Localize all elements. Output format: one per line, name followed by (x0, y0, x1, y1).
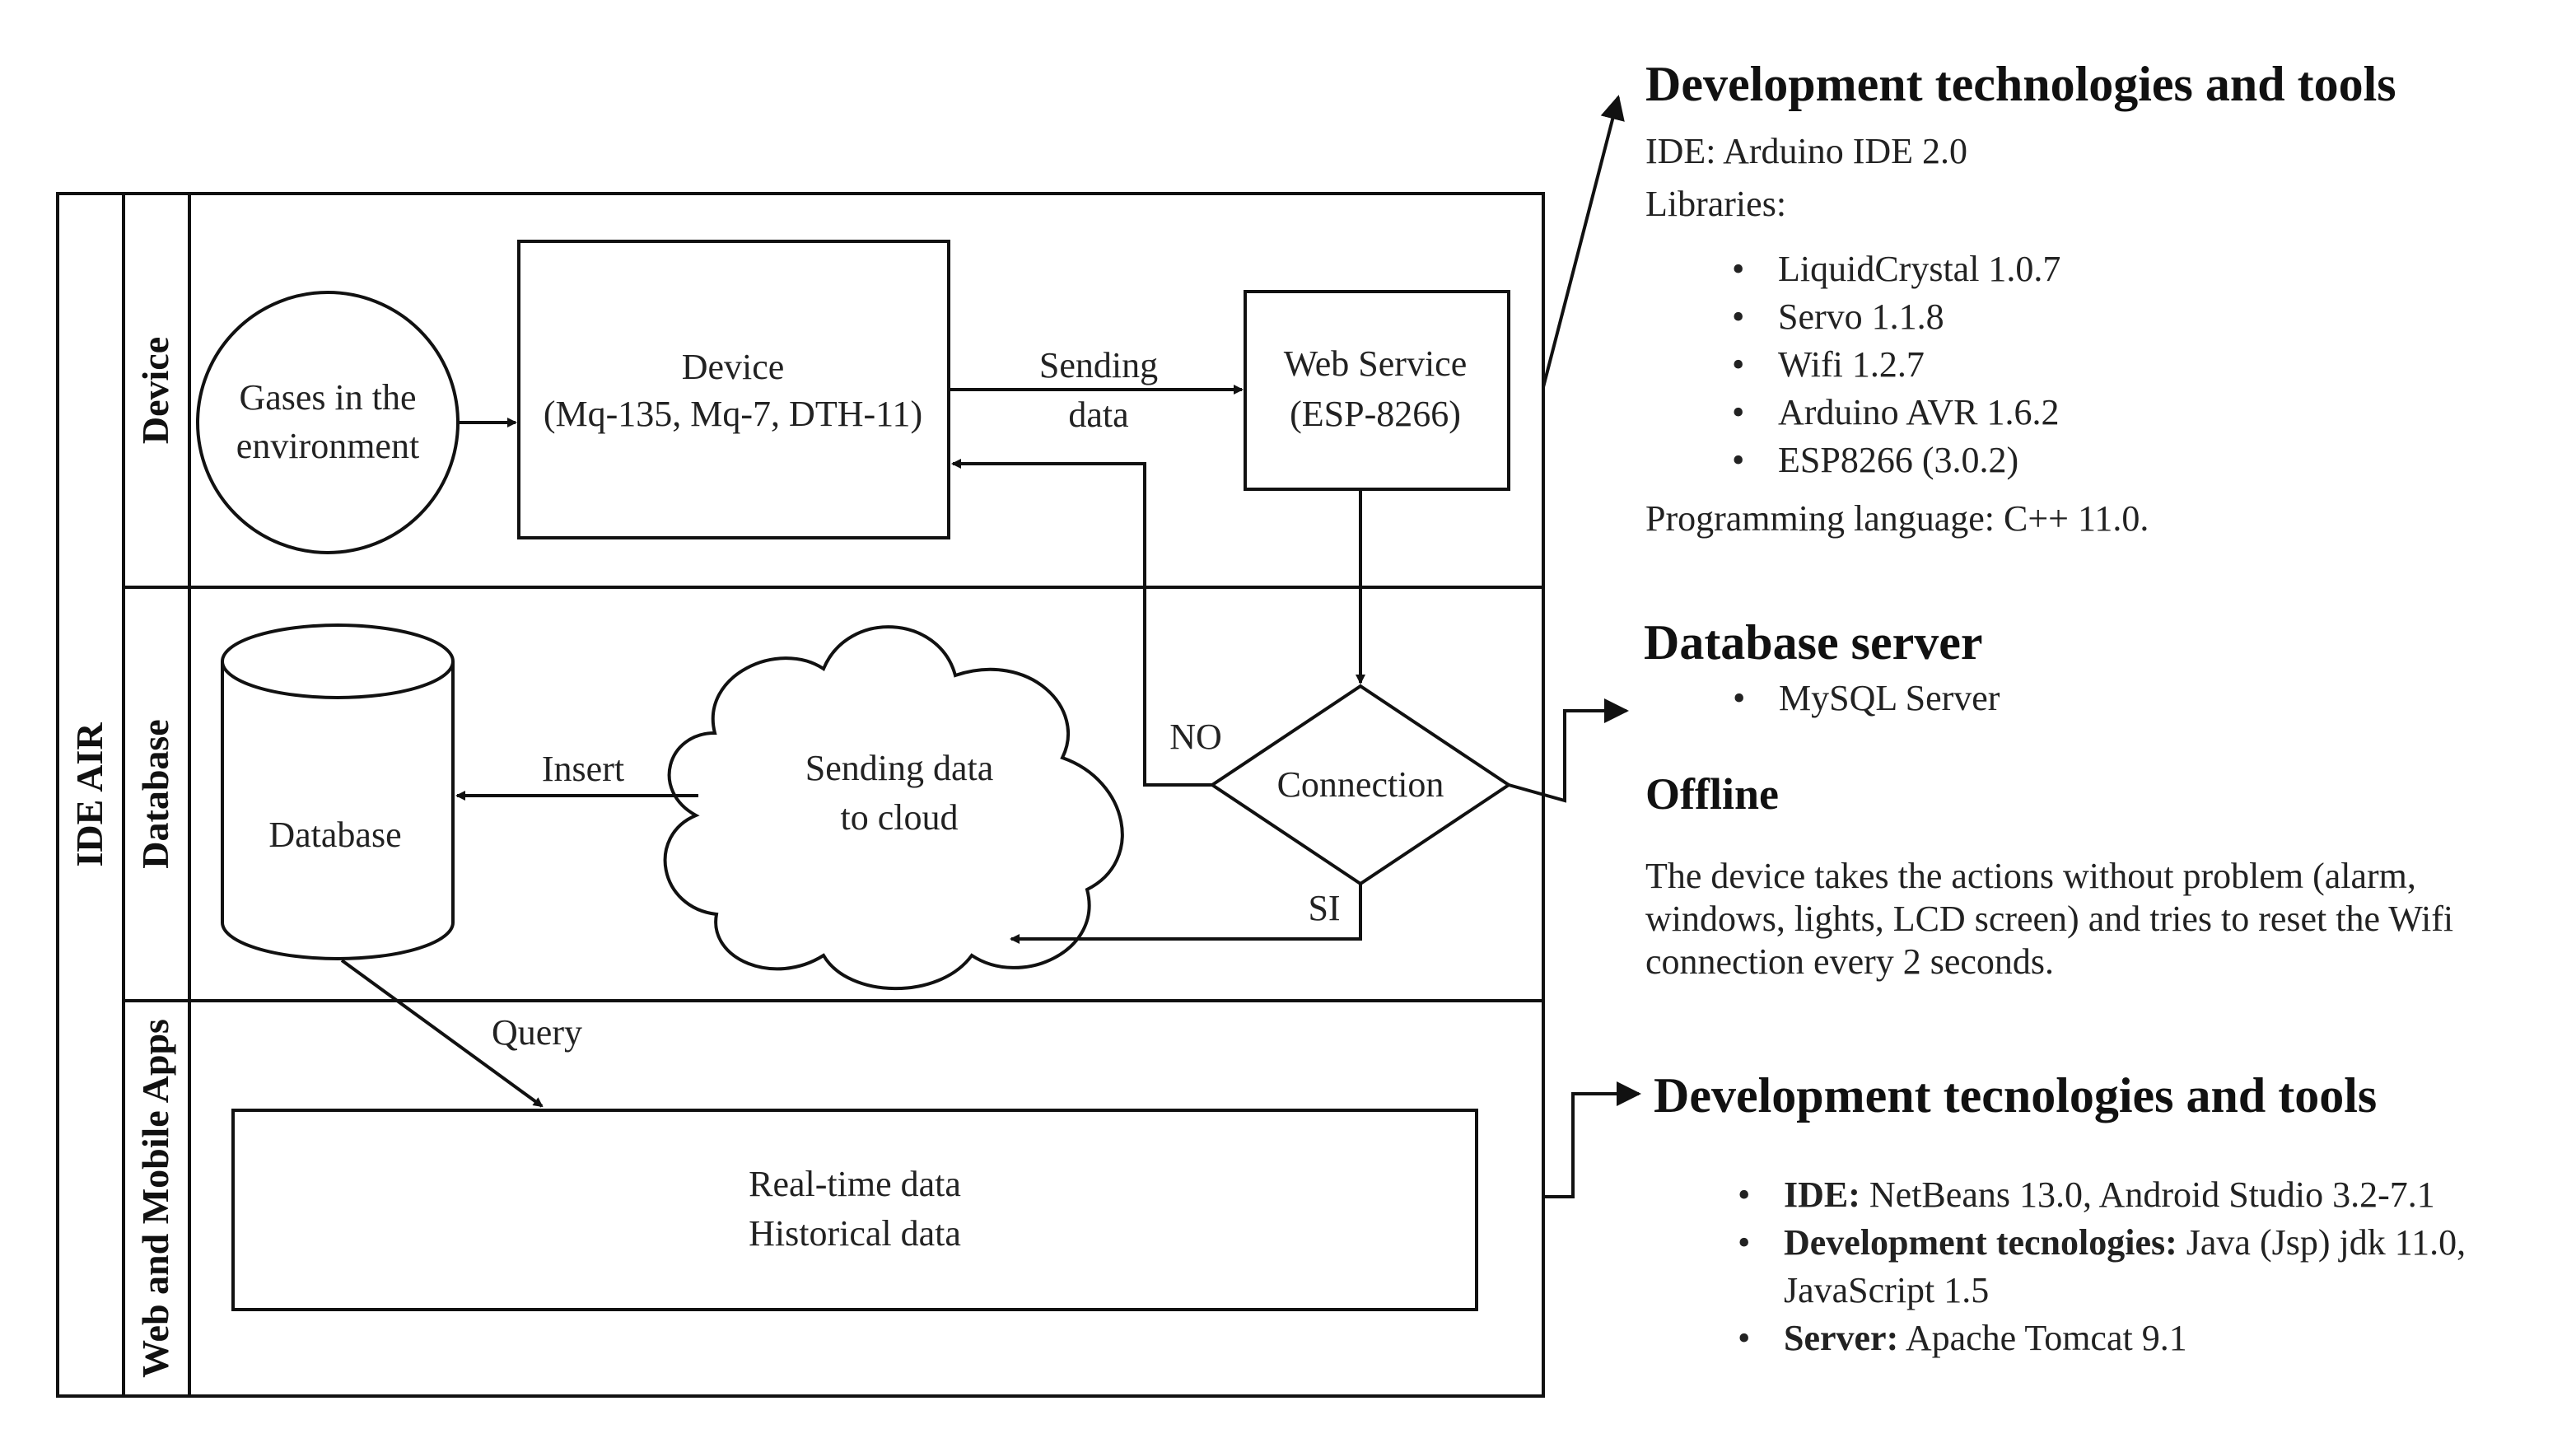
svg-text:(ESP-8266): (ESP-8266) (1290, 394, 1461, 434)
tools2-item: Development tecnologies: Java (Jsp) jdk … (1738, 1219, 2569, 1315)
database-label: Database (268, 815, 401, 855)
tools-section: Development technologies and tools IDE: … (1645, 51, 2396, 545)
tools2-list: IDE: NetBeans 13.0, Android Studio 3.2-7… (1738, 1171, 2569, 1362)
library-item: Wifi 1.2.7 (1732, 341, 2396, 389)
tools2-item-key: Development tecnologies: (1784, 1222, 2177, 1263)
apps-label-line2: Historical data (749, 1213, 961, 1254)
svg-text:Web Service: Web Service (1284, 343, 1467, 384)
gases-node (196, 291, 460, 554)
db-server-title: Database server (1644, 615, 1983, 670)
db-server-section: Database server MySQL Server (1644, 609, 2000, 722)
library-item: Arduino AVR 1.6.2 (1732, 389, 2396, 437)
svg-text:Device: Device (682, 347, 785, 387)
tools2-item-key: Server: (1784, 1318, 1899, 1358)
library-item: LiquidCrystal 1.0.7 (1732, 245, 2396, 293)
database-node (221, 623, 455, 960)
edge-label-sending-line1: Sending (1039, 345, 1158, 385)
offline-text: The device takes the actions without pro… (1645, 856, 2454, 982)
tools2-item-value: Apache Tomcat 9.1 (1898, 1318, 2187, 1358)
gases-label-line2: environment (236, 426, 419, 466)
connection-label: Connection (1277, 764, 1444, 805)
lane-database-title: Database (134, 719, 176, 868)
callout-db (1508, 698, 1629, 803)
edge-label-si: SI (1308, 888, 1340, 928)
lane-device-title: Device (134, 337, 176, 444)
cloud-label-line1: Sending data (805, 748, 994, 788)
outer-title: IDE AIR (68, 722, 110, 867)
tools2-item-value: Java (Jsp) jdk 11.0, JavaScript 1.5 (1784, 1222, 2466, 1310)
tools-ide: IDE: Arduino IDE 2.0 (1645, 131, 1968, 171)
gases-label-line1: Gases in the (239, 377, 416, 418)
libraries-list: LiquidCrystal 1.0.7 Servo 1.1.8 Wifi 1.2… (1732, 245, 2396, 484)
lane-apps-title: Web and Mobile Apps (134, 1019, 176, 1378)
tools-libraries-label: Libraries: (1645, 184, 1787, 224)
svg-text:(Mq-135, Mq-7, DTH-11): (Mq-135, Mq-7, DTH-11) (544, 394, 922, 434)
edge-query (340, 959, 544, 1108)
edge-si-cloud (1010, 884, 1362, 944)
edge-label-query: Query (492, 1012, 582, 1053)
apps-label-line1: Real-time data (749, 1164, 961, 1204)
svg-text:Gases in the: Gases in the (239, 377, 416, 418)
tools2-item: Server: Apache Tomcat 9.1 (1738, 1315, 2569, 1362)
edge-label-insert: Insert (542, 749, 624, 789)
device-label-line1: Device (682, 347, 785, 387)
cloud-node (663, 625, 1124, 991)
svg-text:data: data (1068, 395, 1128, 435)
tools2-item-value: NetBeans 13.0, Android Studio 3.2-7.1 (1860, 1174, 2435, 1215)
tools2-section: Development tecnologies and tools IDE: N… (1654, 1062, 2569, 1362)
cloud-label-line2: to cloud (841, 797, 959, 838)
svg-text:to cloud: to cloud (841, 797, 959, 838)
offline-section: Offline The device takes the actions wit… (1645, 764, 2551, 983)
svg-text:Sending: Sending (1039, 345, 1158, 385)
edge-no-device (951, 459, 1212, 787)
edge-label-no: NO (1169, 717, 1222, 757)
web-service-label-line2: (ESP-8266) (1290, 394, 1461, 434)
web-service-label-line1: Web Service (1284, 343, 1467, 384)
tools2-item-key: IDE: (1784, 1174, 1860, 1215)
callout-tools (1542, 95, 1625, 388)
device-label-line2: (Mq-135, Mq-7, DTH-11) (544, 394, 922, 434)
device-node (517, 240, 950, 539)
svg-text:Historical data: Historical data (749, 1213, 961, 1254)
tools2-title: Development tecnologies and tools (1654, 1068, 2378, 1123)
db-server-item: MySQL Server (1733, 675, 2000, 722)
offline-title: Offline (1645, 769, 1779, 819)
library-item: Servo 1.1.8 (1732, 293, 2396, 341)
apps-node (231, 1109, 1478, 1311)
svg-text:Sending data: Sending data (805, 748, 994, 788)
svg-text:Real-time data: Real-time data (749, 1164, 961, 1204)
library-item: ESP8266 (3.0.2) (1732, 437, 2396, 484)
web-service-node (1244, 290, 1510, 491)
svg-text:environment: environment (236, 426, 419, 466)
edge-label-sending-line2: data (1068, 395, 1128, 435)
tools-language: Programming language: C++ 11.0. (1645, 498, 2149, 539)
tools2-item: IDE: NetBeans 13.0, Android Studio 3.2-7… (1738, 1171, 2569, 1219)
callout-apps (1543, 1081, 1641, 1198)
db-server-list: MySQL Server (1733, 675, 2000, 722)
tools-title: Development technologies and tools (1645, 57, 2396, 111)
